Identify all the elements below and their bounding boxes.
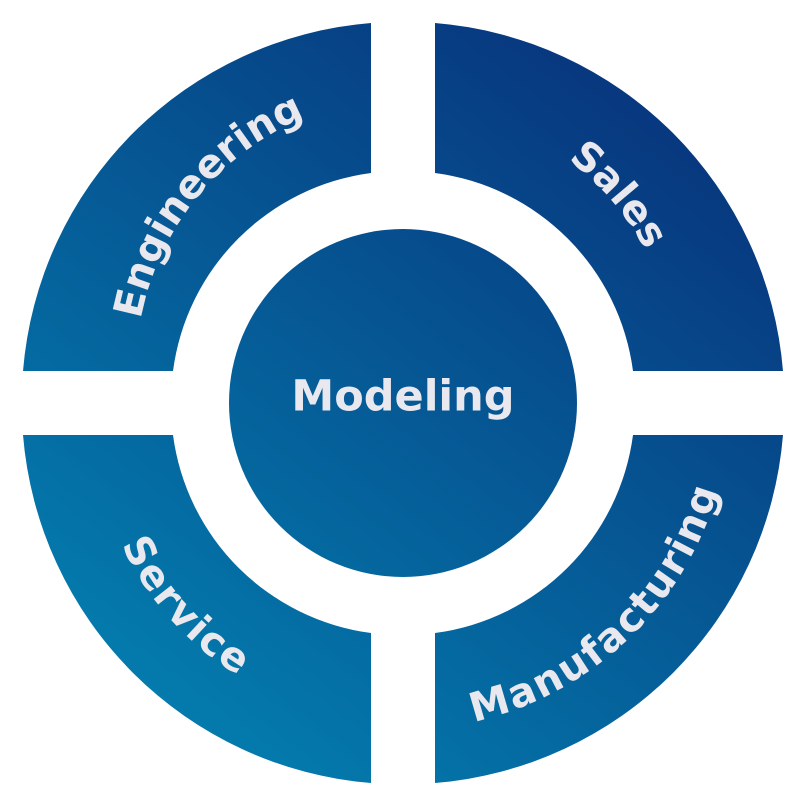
segment-service: [23, 435, 371, 783]
center-circle: [229, 229, 577, 577]
segment-manufacturing: [435, 435, 783, 783]
segment-sales: [435, 23, 783, 371]
segment-engineering: [23, 23, 371, 371]
center-label: Modeling: [291, 372, 514, 422]
